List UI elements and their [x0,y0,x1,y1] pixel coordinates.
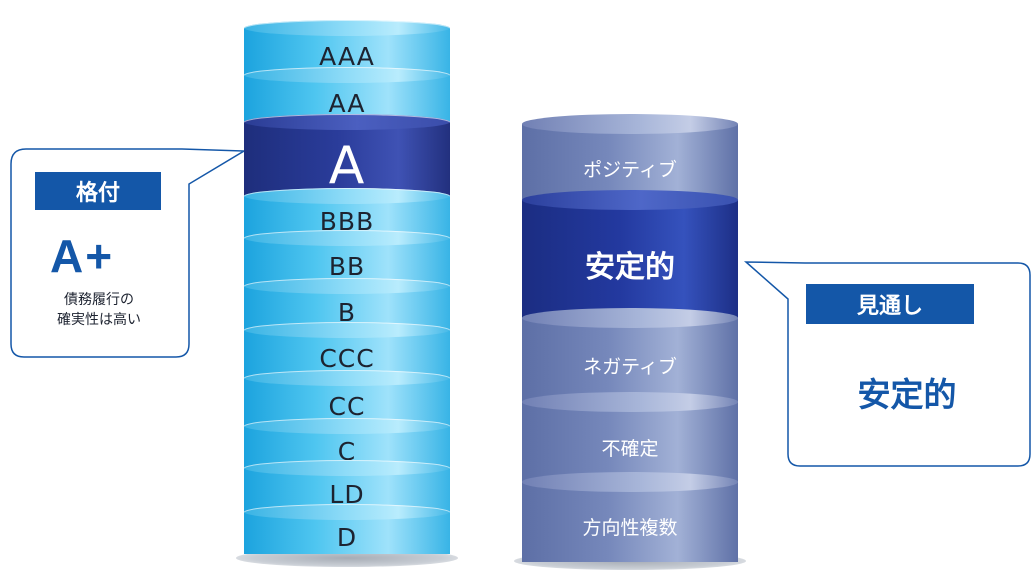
rating-tier-label: C [337,437,357,466]
rating-tier-label: AA [328,88,366,118]
rating-tier-label: CCC [319,344,375,373]
rating-value: A+ [50,230,115,282]
outlook-tier-label: 方向性複数 [582,516,678,539]
rating-tier-bb: BB [244,230,450,287]
rating-tier-label: A [328,135,366,196]
outlook-tier-negative: ネガティブ [522,308,738,404]
outlook-tier-label: 安定的 [585,250,675,285]
outlook-tier-uncertain: 不確定 [522,392,738,484]
outlook-value: 安定的 [857,375,957,414]
outlook-tier-stable: 安定的 [522,190,738,320]
rating-tier-label: AAA [319,41,375,71]
rating-description-line: 債務履行の [64,292,134,308]
rating-tier-label: BB [328,252,366,281]
outlook-tier-label: ネガティブ [583,355,677,378]
rating-description: 債務履行の 確実性は高い [24,290,174,330]
outlook-scale-stack: ポジティブ安定的ネガティブ不確定方向性複数 [514,0,746,572]
outlook-tier-label: ポジティブ [583,158,677,181]
rating-tier-label: D [336,522,358,552]
rating-callout-title: 格付 [35,172,161,210]
rating-description-line: 確実性は高い [57,312,141,328]
outlook-callout-title: 見通し [806,284,974,324]
rating-tier-label: CC [328,392,366,421]
outlook-tier-multiple-directions: 方向性複数 [522,472,738,562]
rating-tier-a: A [244,114,450,197]
outlook-tier-label: 不確定 [601,437,659,460]
rating-tier-label: B [337,298,357,327]
rating-tier-d: D [244,504,450,554]
